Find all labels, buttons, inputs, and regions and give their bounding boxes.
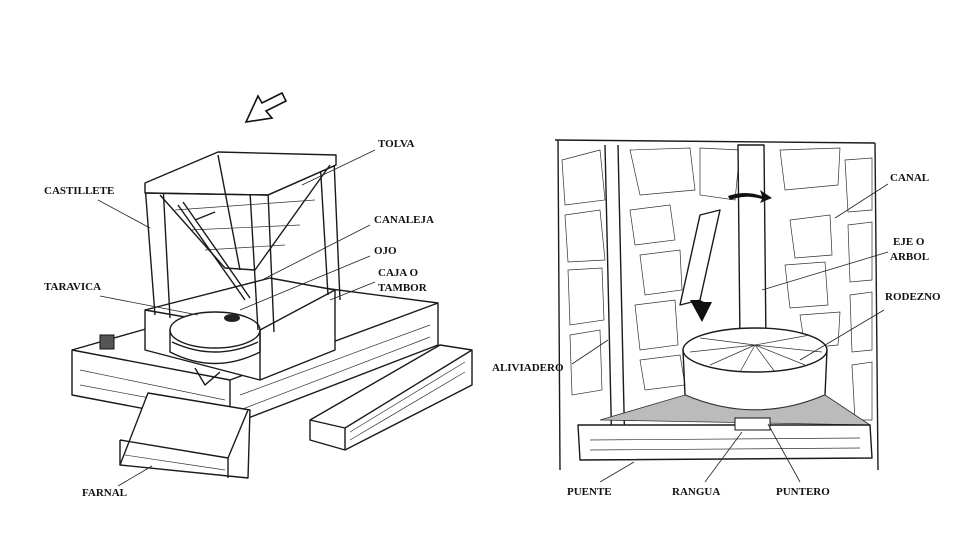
horizontal-mill-drawing bbox=[71, 91, 473, 479]
label-tolva: TOLVA bbox=[378, 138, 415, 150]
flow-arrow-icon bbox=[244, 91, 288, 124]
label-eje-line1: EJE O bbox=[893, 236, 925, 248]
label-caja-line1: CAJA O bbox=[378, 267, 418, 279]
label-taravica: TARAVICA bbox=[44, 281, 101, 293]
label-eje-line2: ARBOL bbox=[890, 251, 929, 263]
label-canaleja: CANALEJA bbox=[374, 214, 434, 226]
water-wheel-drawing bbox=[554, 139, 879, 471]
label-aliviadero: ALIVIADERO bbox=[492, 362, 564, 374]
rotation-arrow-icon bbox=[728, 190, 772, 203]
label-caja-line2: TAMBOR bbox=[378, 282, 428, 294]
water-wheel-labels: CANAL EJE O ARBOL RODEZNO ALIVIADERO PUE… bbox=[492, 172, 941, 498]
label-farnal: FARNAL bbox=[82, 487, 127, 499]
label-ojo: OJO bbox=[374, 245, 397, 257]
label-rodezno: RODEZNO bbox=[885, 291, 941, 303]
label-puntero: PUNTERO bbox=[776, 486, 830, 498]
label-rangua: RANGUA bbox=[672, 486, 720, 498]
water-flow-arrow-icon bbox=[690, 300, 712, 322]
label-puente: PUENTE bbox=[567, 486, 612, 498]
label-castillete: CASTILLETE bbox=[44, 185, 114, 197]
horizontal-mill-labels: TOLVA CASTILLETE CANALEJA OJO CAJA O TAM… bbox=[44, 138, 434, 499]
label-canal: CANAL bbox=[890, 172, 929, 184]
